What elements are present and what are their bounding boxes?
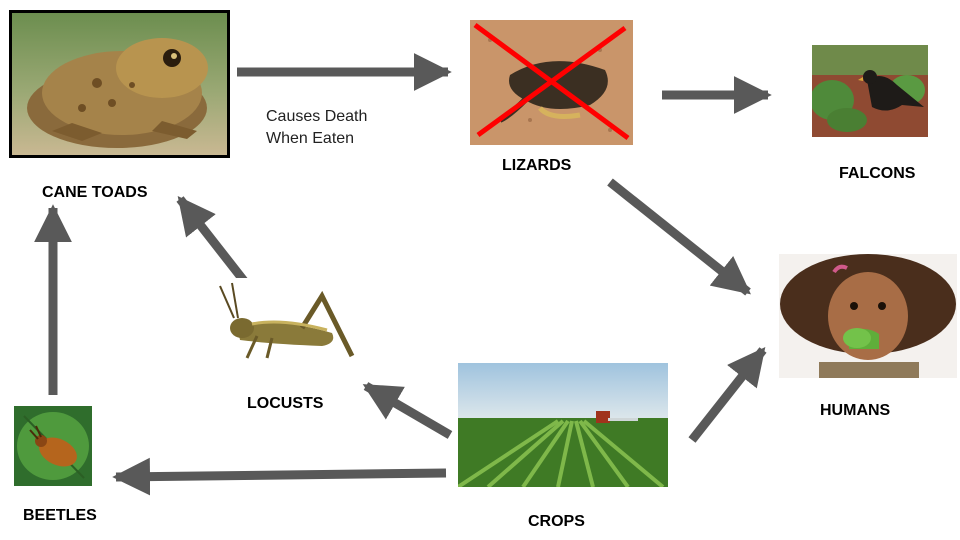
arrow-lizards-to-humans [607,178,751,296]
edge-annotation-line-1: Causes Death [266,108,368,125]
locust-image [212,278,374,372]
node-label-locusts: LOCUSTS [247,395,324,412]
arrow-crops-to-humans [688,347,767,443]
falcon-image [812,45,928,137]
arrow-crops-to-beetles [112,457,447,496]
node-label-humans: HUMANS [820,402,891,419]
edge-annotation-line-2: When Eaten [266,130,355,147]
cane-toad-image [9,10,230,158]
edge-annotation: Causes Death When Eaten [266,106,367,150]
lizard-image [470,20,633,145]
arrow-crops-to-locusts [362,382,453,439]
node-label-crops: CROPS [528,513,585,530]
node-label-lizards: LIZARDS [502,157,572,174]
humans-image [779,254,957,378]
beetle-image [14,406,92,486]
arrow-locusts-to-canetoads [176,196,252,289]
node-label-falcons: FALCONS [839,165,916,182]
cross-line-2 [476,25,627,138]
node-label-cane-toads: CANE TOADS [42,184,148,201]
node-label-beetles: BEETLES [23,507,97,524]
crops-image [458,363,668,487]
